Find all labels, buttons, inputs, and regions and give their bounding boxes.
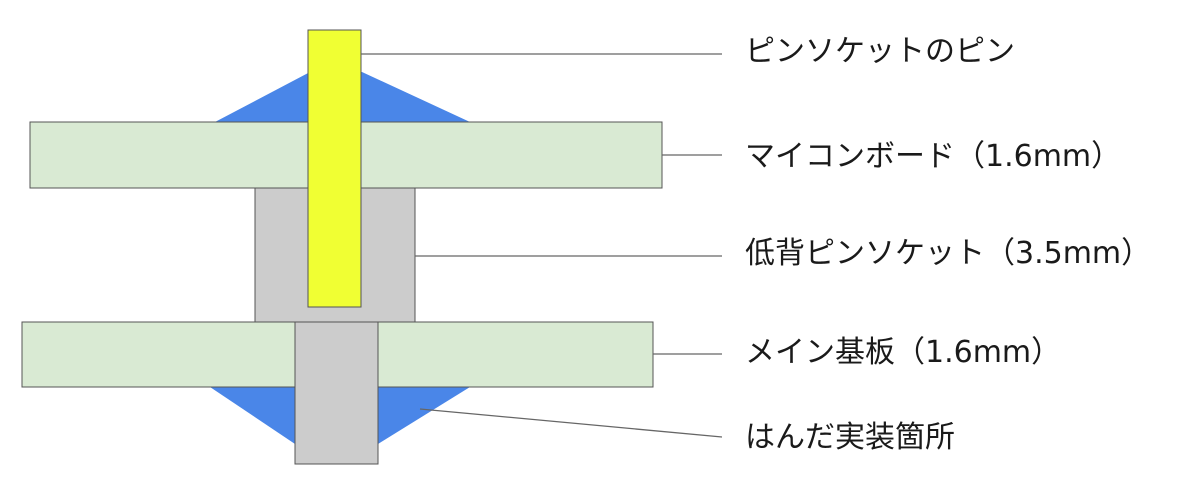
label-pin: ピンソケットのピン [745,34,1015,69]
label-low-profile-socket: 低背ピンソケット（3.5mm） [745,236,1152,271]
socket-lower-lead [294,321,379,465]
socket-pin [307,29,362,308]
leader-line-solder [419,408,723,438]
label-main-board: メイン基板（1.6mm） [745,335,1062,370]
label-microcontroller-board: マイコンボード（1.6mm） [745,139,1122,174]
label-solder: はんだ実装箇所 [745,420,955,455]
